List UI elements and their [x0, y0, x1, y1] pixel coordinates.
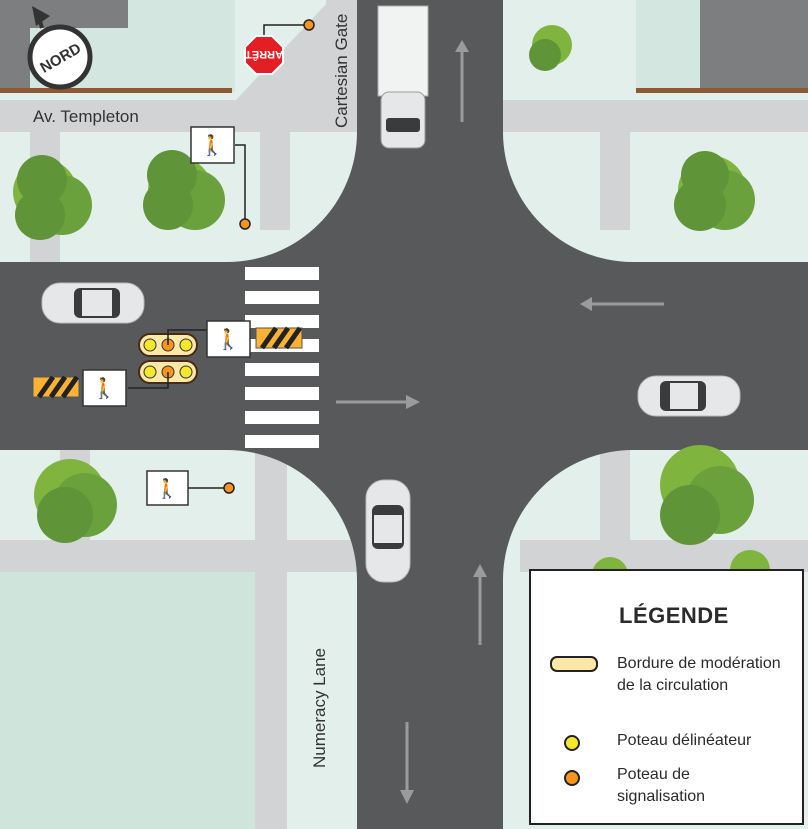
- legend-item-curb: Bordure de modération de la circulation: [617, 655, 781, 694]
- signal-pole: [223, 19, 315, 494]
- barricade: [255, 326, 303, 350]
- tree: [13, 155, 92, 240]
- svg-text:🚶: 🚶: [216, 327, 241, 351]
- street-label-cartesian: Cartesian Gate: [332, 14, 351, 128]
- legend-title: LÉGENDE: [619, 603, 729, 628]
- tree: [34, 459, 117, 543]
- building-nw: [0, 0, 128, 28]
- legend: LÉGENDE Bordure de modération de la circ…: [529, 569, 804, 825]
- pedestrian-crossing-sign: 🚶: [82, 369, 127, 407]
- tree: [674, 151, 755, 231]
- tree: [529, 25, 572, 71]
- sidewalk-templeton: [0, 100, 360, 132]
- car: [637, 375, 741, 417]
- walkway: [600, 130, 630, 230]
- legend-item-signal-pole: Poteau de signalisation: [617, 766, 706, 805]
- truck: [377, 5, 429, 149]
- street-label-templeton: Av. Templeton: [33, 107, 139, 126]
- svg-text:🚶: 🚶: [200, 133, 225, 157]
- sidewalk-numeracy: [255, 450, 287, 829]
- barricade: [32, 375, 80, 399]
- walkway: [600, 450, 630, 540]
- curb-swatch-icon: [550, 656, 598, 672]
- pedestrian-crossing-sign: 🚶: [146, 470, 189, 506]
- walkway: [260, 130, 290, 230]
- stop-sign: ARRÊT: [244, 35, 284, 75]
- traffic-calming-curb: [138, 360, 198, 384]
- building-ne: [700, 0, 808, 88]
- lot-sw: [0, 570, 255, 829]
- pedestrian-crossing-sign: 🚶: [206, 320, 251, 358]
- car: [365, 479, 411, 583]
- street-label-numeracy: Numeracy Lane: [310, 648, 329, 768]
- fence-ne: [636, 88, 808, 93]
- delineator-swatch-icon: [564, 735, 580, 751]
- fence-nw: [0, 88, 232, 93]
- building-nw-2: [0, 28, 30, 88]
- car: [41, 282, 145, 324]
- sidewalk-sw: [0, 540, 360, 572]
- svg-text:🚶: 🚶: [92, 376, 117, 400]
- direction-arrows: [336, 40, 664, 804]
- pedestrian-crossing-sign: 🚶: [190, 126, 235, 164]
- sidewalk-cartesian: [326, 0, 356, 130]
- legend-item-delineator: Poteau délinéateur: [617, 732, 752, 749]
- tree: [143, 150, 225, 230]
- sidewalk-ne: [500, 100, 808, 132]
- svg-text:🚶: 🚶: [155, 477, 179, 500]
- stop-sign-label: ARRÊT: [245, 48, 283, 61]
- signal-pole-swatch-icon: [564, 770, 580, 786]
- crosswalk: [245, 267, 319, 448]
- sign-connectors: [128, 24, 309, 489]
- compass-north: NORD: [27, 6, 93, 90]
